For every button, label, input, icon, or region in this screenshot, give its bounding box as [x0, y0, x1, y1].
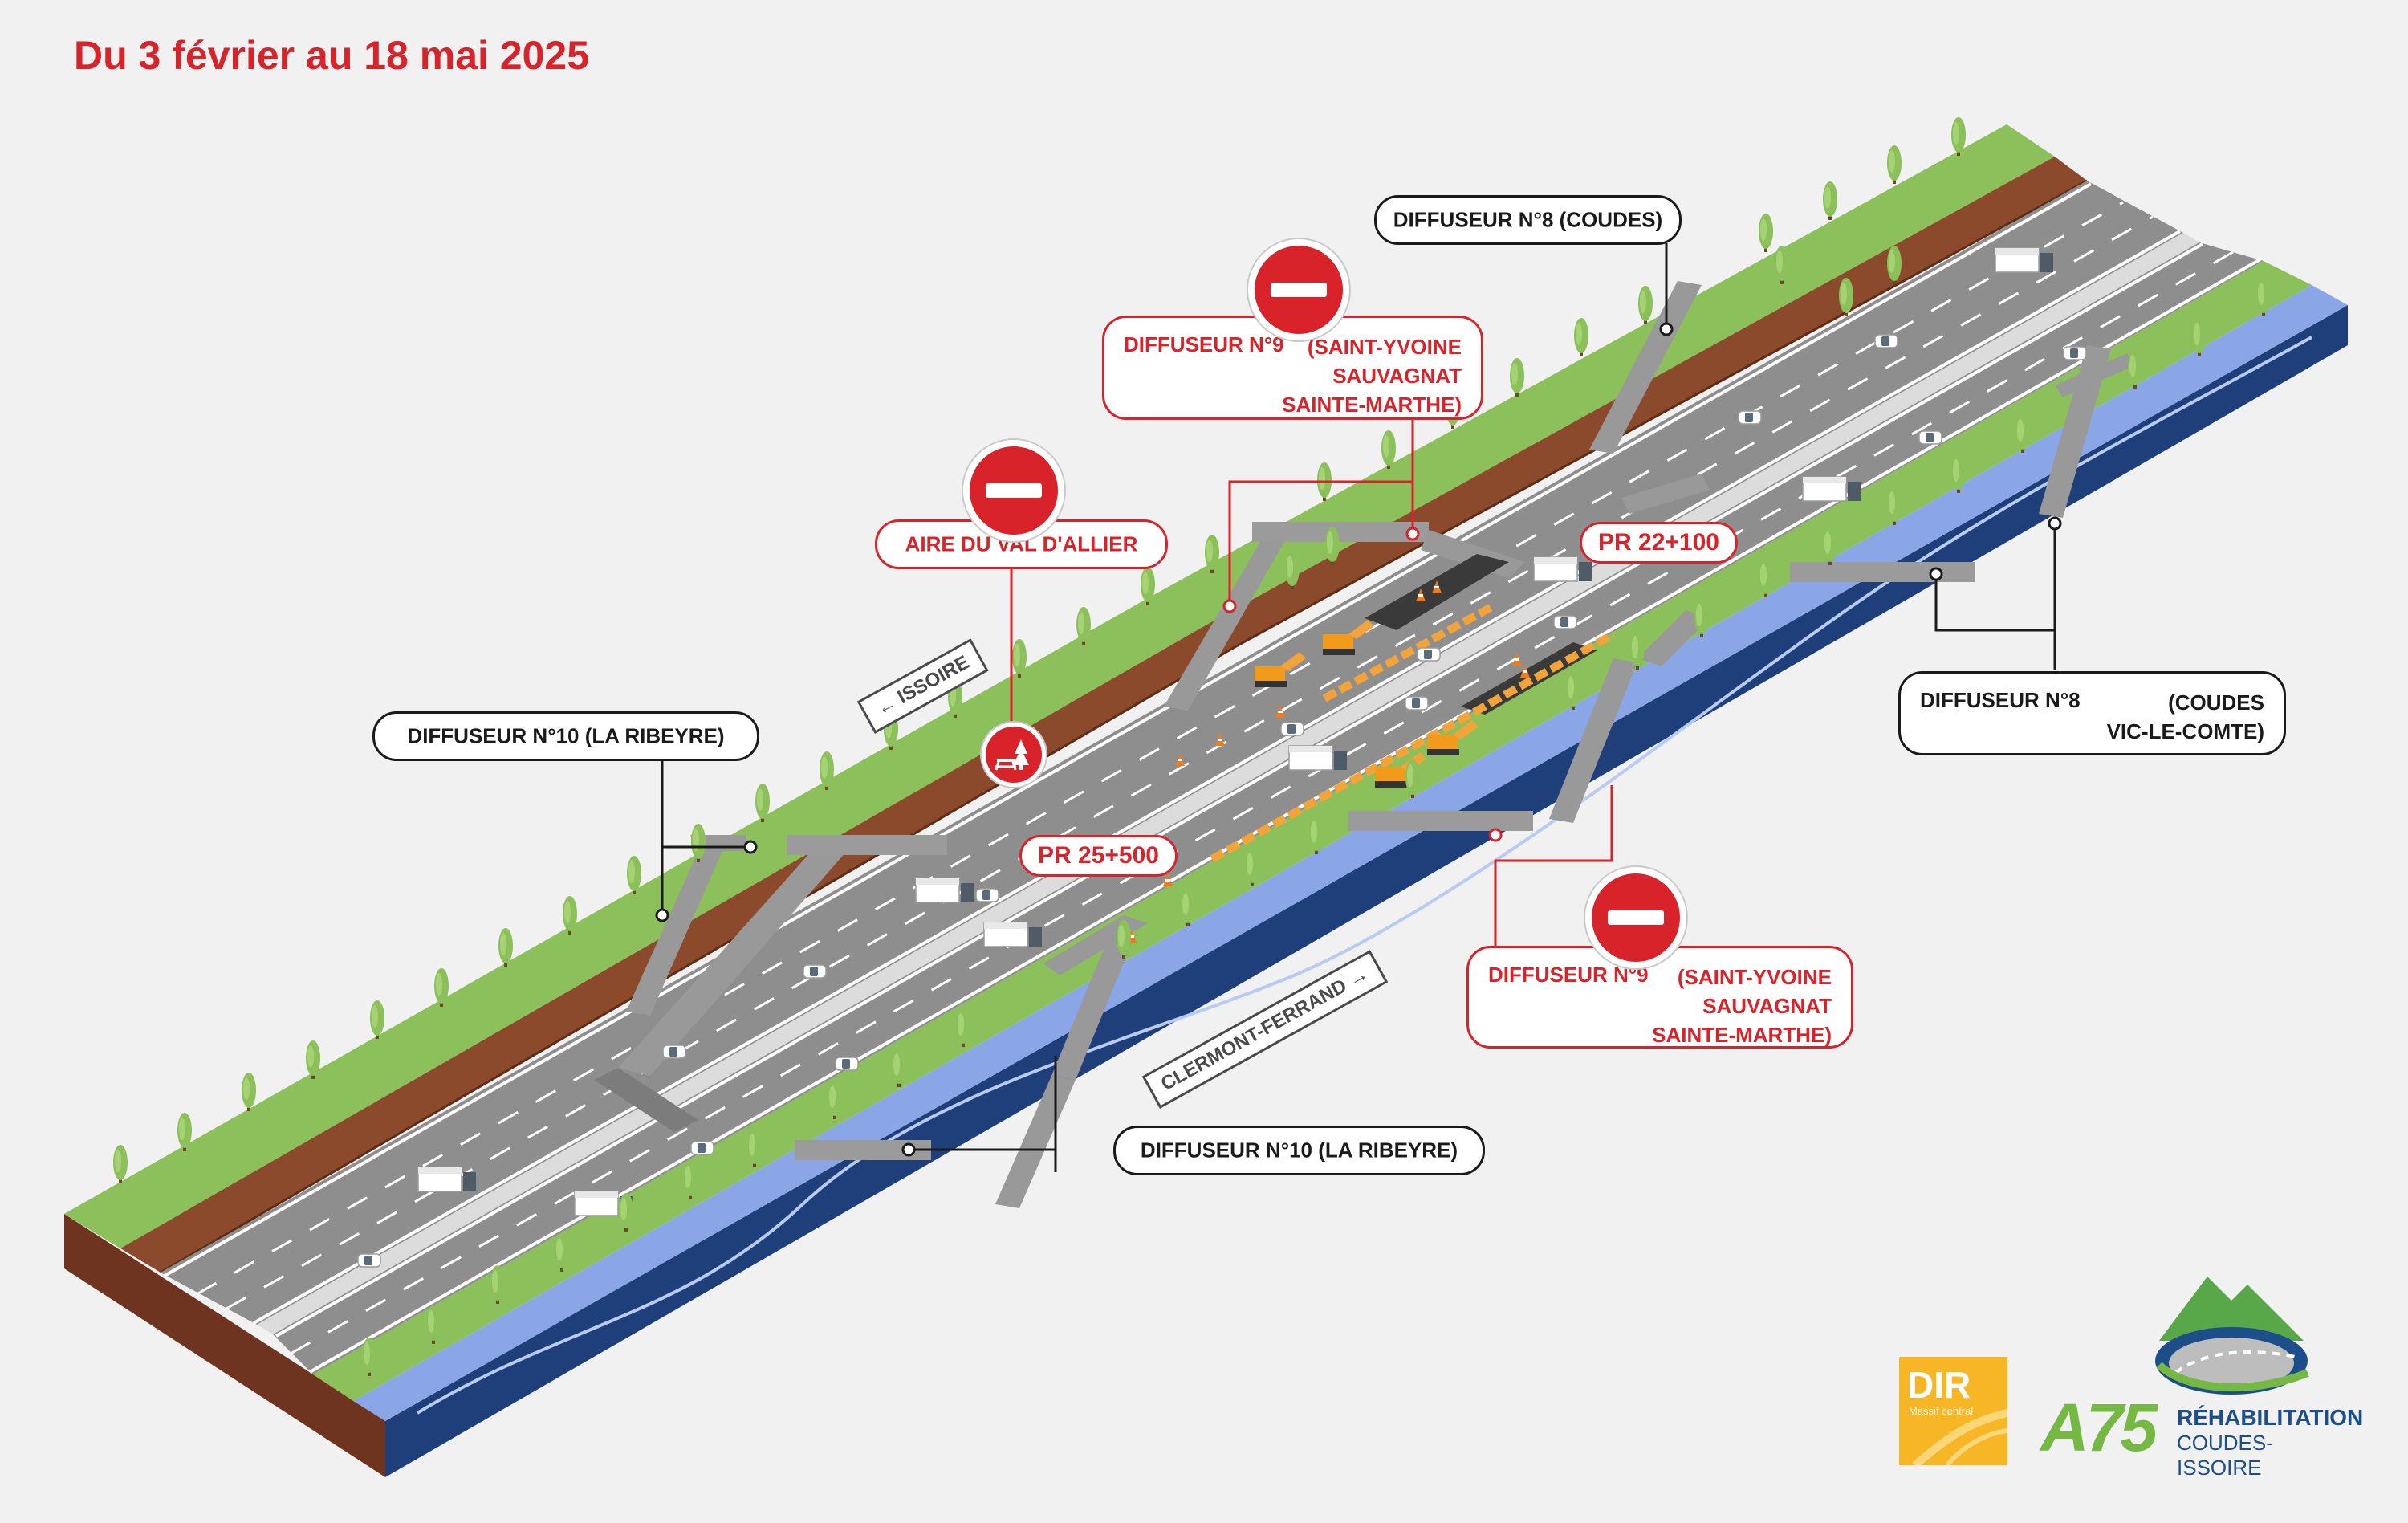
pr-marker-north: PR 22+100 — [1580, 522, 1738, 564]
median — [257, 233, 2199, 1334]
d10-overpass — [594, 1068, 698, 1132]
water-edge — [385, 305, 2348, 1477]
river — [353, 285, 2348, 1421]
no-entry-icon — [1248, 239, 1349, 340]
soil-cut — [120, 157, 2087, 1273]
barrier — [1210, 630, 1616, 863]
callout-diffuseur-10-left: DIFFUSEUR N°10 (LA RIBEYRE) — [372, 711, 759, 761]
no-entry-icon — [1585, 867, 1686, 968]
dir-road-icon — [1912, 1409, 2007, 1465]
highway-south — [273, 242, 2264, 1374]
pr-marker-south: PR 25+500 — [1019, 835, 1178, 877]
page-title: Du 3 février au 18 mai 2025 — [74, 33, 590, 78]
a75-logo: A75 RÉHABILITATION COUDES-ISSOIRE — [2039, 1268, 2363, 1480]
mountain-road-icon — [2155, 1277, 2309, 1395]
callout-diffuseur-10-bottom: DIFFUSEUR N°10 (LA RIBEYRE) — [1113, 1126, 1485, 1175]
soil-edge — [64, 1214, 385, 1477]
picnic-tree-icon — [995, 739, 1029, 771]
callout-diffuseur-9-bottom: DIFFUSEUR N°9 (SAINT-YVOINE SAUVAGNAT SA… — [1466, 946, 1853, 1049]
rest-area-icon — [982, 723, 1046, 787]
no-entry-icon — [963, 440, 1064, 541]
grass-left — [64, 124, 2055, 1248]
dir-logo: DIR Massif central — [1899, 1357, 2007, 1465]
callout-diffuseur-8-top: DIFFUSEUR N°8 (COUDES) — [1374, 195, 1682, 245]
callout-diffuseur-8-right: DIFFUSEUR N°8 (COUDES VIC-LE-COMTE) — [1898, 671, 2286, 755]
